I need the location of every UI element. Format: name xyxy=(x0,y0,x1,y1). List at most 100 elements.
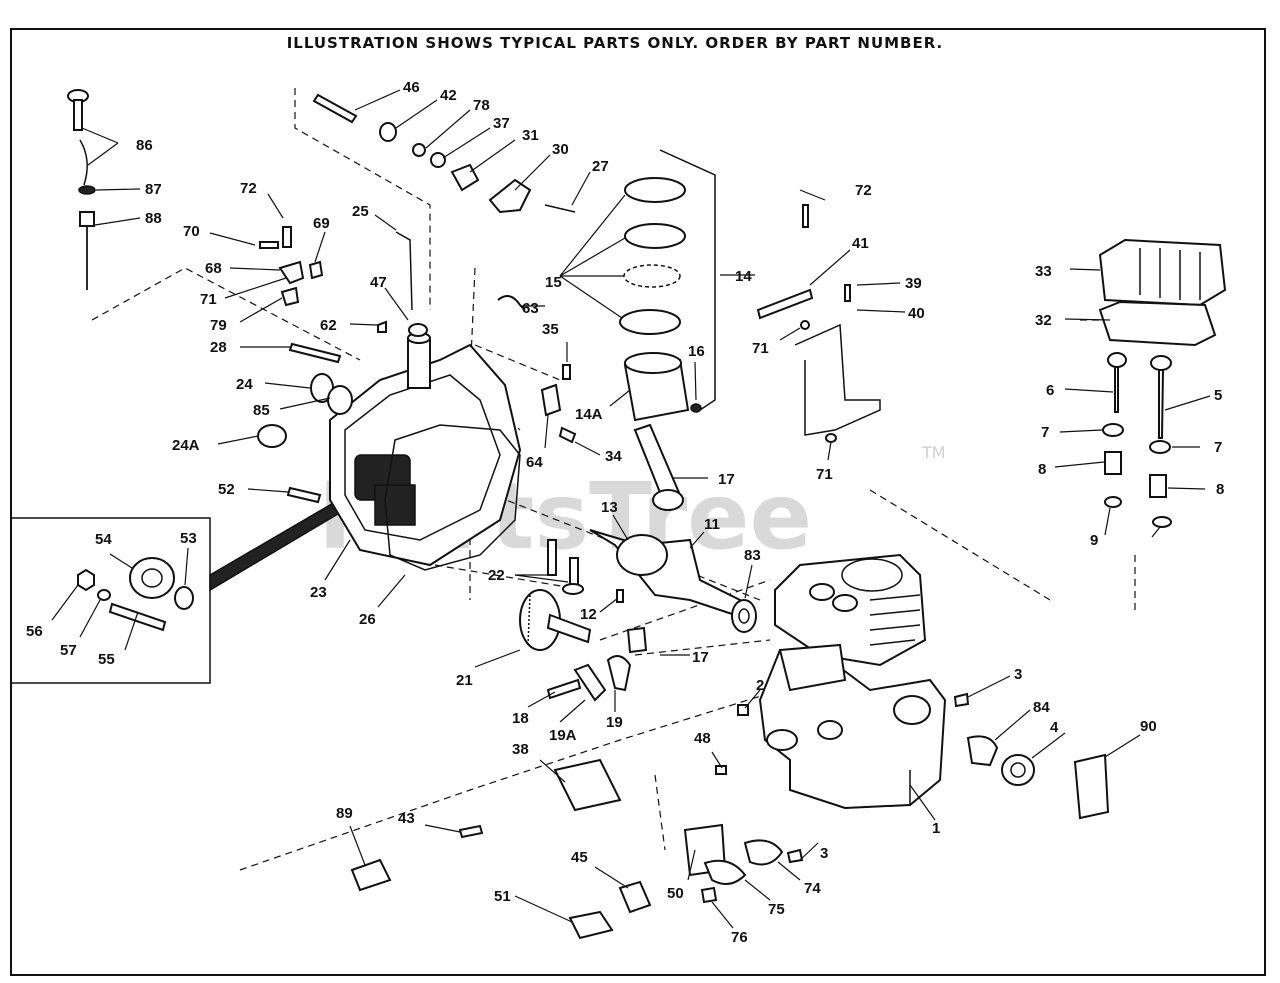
callout-15: 15 xyxy=(545,274,562,291)
diagram-border xyxy=(10,28,1266,976)
washer-part-57 xyxy=(97,589,111,601)
callout-38: 38 xyxy=(512,741,529,758)
callout-4: 4 xyxy=(1050,719,1059,736)
callout-57: 57 xyxy=(60,642,77,659)
callout-72b: 72 xyxy=(855,182,872,199)
callout-1: 1 xyxy=(932,820,940,837)
callout-50: 50 xyxy=(667,885,684,902)
callout-7b: 7 xyxy=(1214,439,1222,456)
callout-64: 64 xyxy=(526,454,543,471)
callout-63: 63 xyxy=(522,300,539,317)
callout-85: 85 xyxy=(253,402,270,419)
callout-6: 6 xyxy=(1046,382,1054,399)
callout-7a: 7 xyxy=(1041,424,1049,441)
callout-71c: 71 xyxy=(816,466,833,483)
callout-56: 56 xyxy=(26,623,43,640)
bolt-part-55 xyxy=(108,602,167,632)
callout-90: 90 xyxy=(1140,718,1157,735)
callout-70: 70 xyxy=(183,223,200,240)
callout-41: 41 xyxy=(852,235,869,252)
callout-69: 69 xyxy=(313,215,330,232)
callout-78: 78 xyxy=(473,97,490,114)
callout-21: 21 xyxy=(456,672,473,689)
callout-25: 25 xyxy=(352,203,369,220)
cylinder-head-valves xyxy=(1098,238,1227,528)
callout-18: 18 xyxy=(512,710,529,727)
callout-3b: 3 xyxy=(820,845,828,862)
callout-33: 33 xyxy=(1035,263,1052,280)
callout-5: 5 xyxy=(1214,387,1222,404)
callout-17b: 17 xyxy=(692,649,709,666)
callout-86: 86 xyxy=(136,137,153,154)
callout-48: 48 xyxy=(694,730,711,747)
callout-17a: 17 xyxy=(718,471,735,488)
piston-assembly xyxy=(497,149,716,511)
watermark-trademark: TM xyxy=(921,443,946,462)
callout-12: 12 xyxy=(580,606,597,623)
callout-labels: 46 42 78 37 31 30 27 86 87 88 72 70 69 2… xyxy=(26,79,1224,946)
callout-43: 43 xyxy=(398,810,415,827)
bottom-small-parts xyxy=(350,692,1110,940)
callout-19a: 19A xyxy=(549,727,577,744)
callout-51: 51 xyxy=(494,888,511,905)
callout-40: 40 xyxy=(908,305,925,322)
callout-88: 88 xyxy=(145,210,162,227)
callout-35: 35 xyxy=(542,321,559,338)
callout-71b: 71 xyxy=(752,340,769,357)
callout-89: 89 xyxy=(336,805,353,822)
callout-47: 47 xyxy=(370,274,387,291)
callout-24: 24 xyxy=(236,376,253,393)
nut-part-56 xyxy=(77,568,95,592)
leader-lines xyxy=(51,89,1211,929)
callout-27: 27 xyxy=(592,158,609,175)
callout-14: 14 xyxy=(735,268,752,285)
governor-small-parts xyxy=(257,93,576,504)
callout-8b: 8 xyxy=(1216,481,1224,498)
callout-32: 32 xyxy=(1035,312,1052,329)
callout-39: 39 xyxy=(905,275,922,292)
callout-71a: 71 xyxy=(200,291,217,308)
callout-46: 46 xyxy=(403,79,420,96)
callout-87: 87 xyxy=(145,181,162,198)
seal-part-53 xyxy=(174,586,194,610)
callout-53: 53 xyxy=(180,530,197,547)
callout-30: 30 xyxy=(552,141,569,158)
callout-55: 55 xyxy=(98,651,115,668)
callout-26: 26 xyxy=(359,611,376,628)
callout-52: 52 xyxy=(218,481,235,498)
bearing-part-54 xyxy=(129,557,175,599)
callout-75: 75 xyxy=(768,901,785,918)
callout-31: 31 xyxy=(522,127,539,144)
dipstick-group xyxy=(67,89,96,290)
gasket-26 xyxy=(384,424,521,571)
callout-23: 23 xyxy=(310,584,327,601)
callout-68: 68 xyxy=(205,260,222,277)
callout-74: 74 xyxy=(804,880,821,897)
crankshaft-camshaft xyxy=(519,529,757,702)
callout-24a: 24A xyxy=(172,437,200,454)
callout-13: 13 xyxy=(601,499,618,516)
callout-8a: 8 xyxy=(1038,461,1046,478)
callout-72a: 72 xyxy=(240,180,257,197)
callout-76: 76 xyxy=(731,929,748,946)
callout-11: 11 xyxy=(704,516,720,533)
callout-83: 83 xyxy=(744,547,761,564)
callout-54: 54 xyxy=(95,531,112,548)
callout-84: 84 xyxy=(1033,699,1050,716)
callout-14a: 14A xyxy=(575,406,603,423)
callout-19: 19 xyxy=(606,714,623,731)
callout-42: 42 xyxy=(440,87,457,104)
callout-34: 34 xyxy=(605,448,622,465)
callout-9: 9 xyxy=(1090,532,1098,549)
callout-22: 22 xyxy=(488,567,505,584)
callout-28: 28 xyxy=(210,339,227,356)
gear-case-cover-23 xyxy=(329,332,522,567)
callout-62: 62 xyxy=(320,317,337,334)
callout-37: 37 xyxy=(493,115,510,132)
callout-79: 79 xyxy=(210,317,227,334)
callout-2: 2 xyxy=(756,677,764,694)
diagram-header-notice: ILLUSTRATION SHOWS TYPICAL PARTS ONLY. O… xyxy=(286,34,944,52)
cylinder-block-1 xyxy=(758,553,947,810)
callout-45: 45 xyxy=(571,849,588,866)
